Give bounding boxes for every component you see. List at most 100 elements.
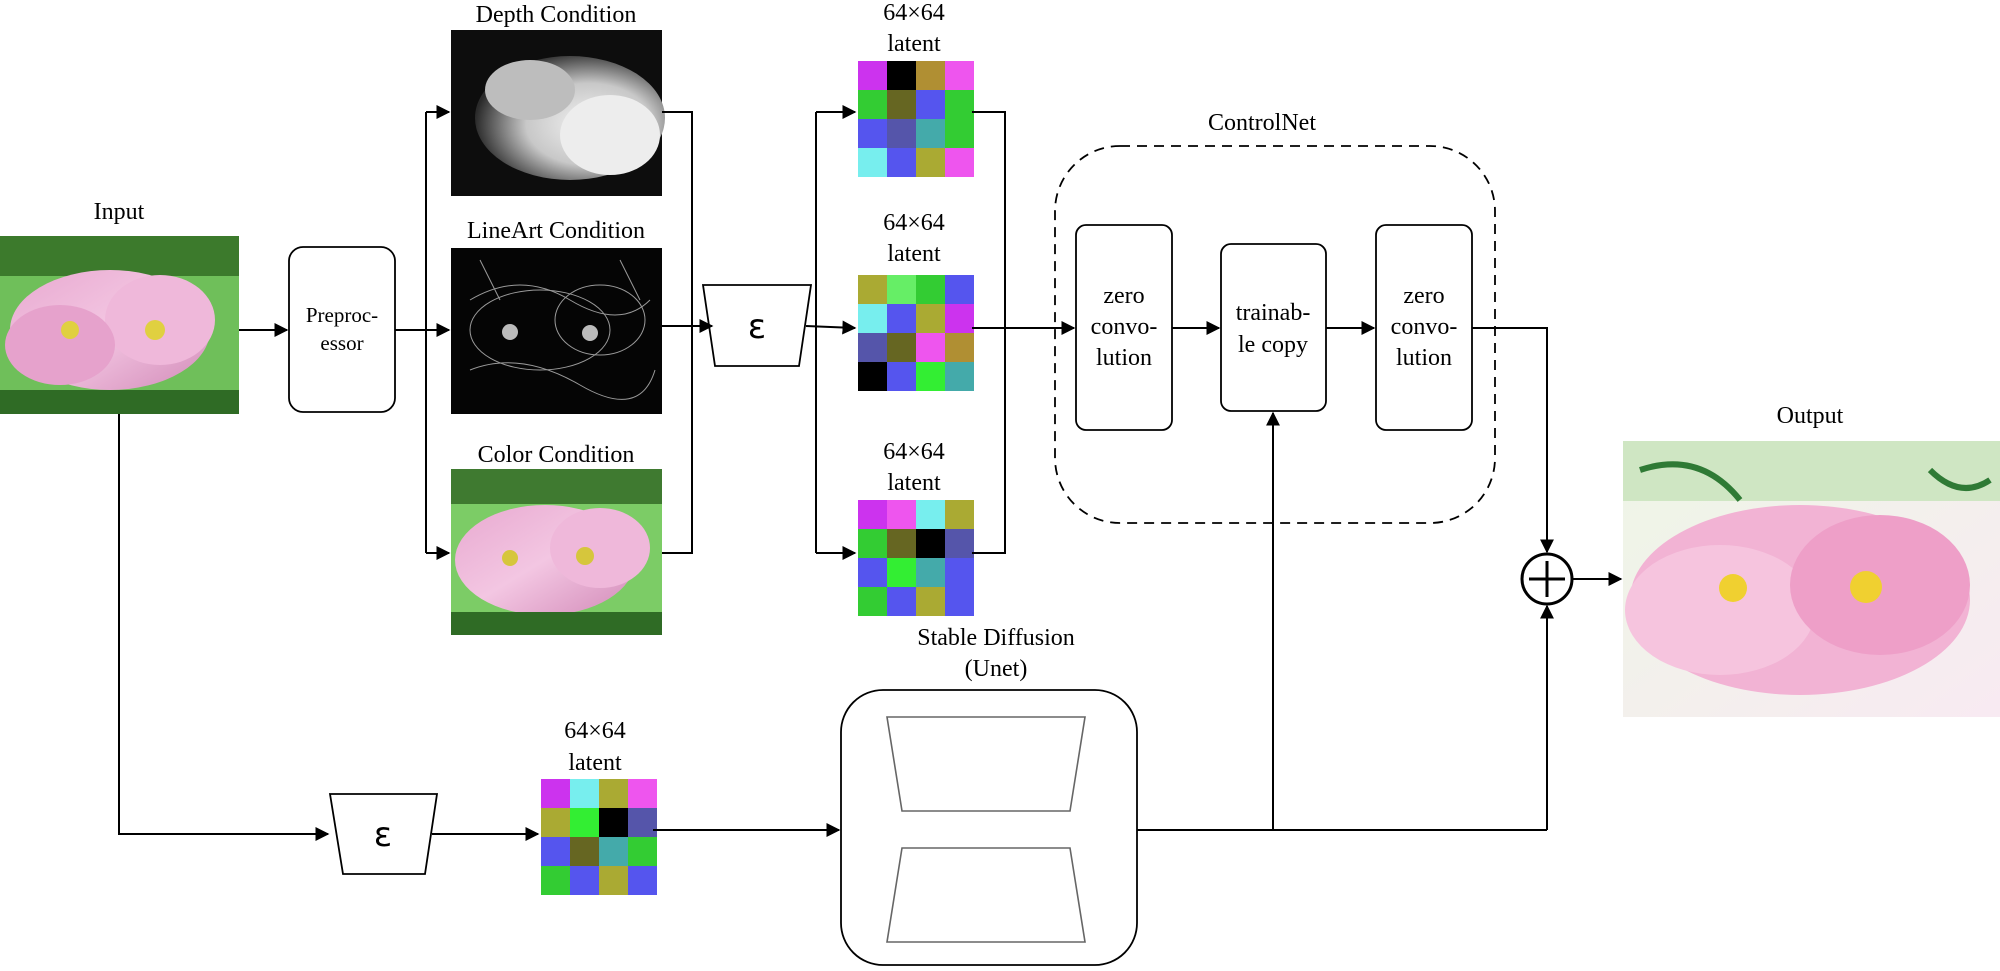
latent-grid-4 [541,779,657,895]
latent-label-3: 64×64 latent [883,439,945,496]
edge-condition-merge [662,111,693,554]
zero-convolution-2-line2: convo- [1391,314,1458,340]
latent-size-label: 64×64 [883,210,945,236]
edge-latent-merge [972,111,1006,554]
preprocessor-label-line2: essor [320,331,363,355]
latent-cell [945,587,974,616]
latent-cell [887,275,916,304]
latent-cell [887,90,916,119]
latent-cell [858,119,887,148]
latent-word-label: latent [887,31,941,57]
latent-cell [945,558,974,587]
latent-cell [916,529,945,558]
latent-cell [858,333,887,362]
latent-cell [887,587,916,616]
encoder-top [701,284,813,367]
latent-cell [887,362,916,391]
latent-cell [599,866,628,895]
latent-cell [916,148,945,177]
trainable-copy-box [1220,243,1327,412]
latent-cell [887,148,916,177]
zero-convolution-1-line2: convo- [1091,314,1158,340]
latent-cell [541,779,570,808]
latent-cell [570,837,599,866]
latent-word-label: latent [887,241,941,267]
encoder-top-symbol: ε [748,307,766,347]
stable-diffusion-label: Stable Diffusion [917,625,1075,651]
latent-cell [887,119,916,148]
latent-cell [916,362,945,391]
latent-size-label: 64×64 [564,718,626,744]
latent-grids [541,61,974,895]
latent-cell [887,61,916,90]
unet-encoder-shape [886,716,1086,812]
color-condition-image [451,469,662,635]
latent-cell [916,304,945,333]
latent-cell [858,529,887,558]
latent-cell [858,304,887,333]
latent-cell [541,837,570,866]
encoder-bottom-symbol: ε [374,815,392,855]
latent-cell [599,808,628,837]
edge-encoder-to-latent-2 [805,320,857,335]
zero-convolution-2-line3: lution [1396,345,1452,371]
zero-convolution-2-line1: zero [1403,283,1444,309]
latent-grid-1 [858,61,974,177]
zero-convolution-1-line3: lution [1096,345,1152,371]
latent-cell [916,90,945,119]
latent-cell [916,558,945,587]
depth-condition-label: Depth Condition [476,2,637,28]
latent-cell [858,61,887,90]
latent-cell [945,119,974,148]
controlnet-label: ControlNet [1208,110,1316,136]
latent-cell [858,587,887,616]
latent-cell [945,90,974,119]
latent-cell [945,333,974,362]
trainable-copy-line2: le copy [1238,332,1308,358]
latent-cell [858,500,887,529]
latent-cell [599,779,628,808]
latent-cell [570,779,599,808]
latent-cell [628,808,657,837]
latent-grid-2 [858,275,974,391]
output-label: Output [1777,403,1844,429]
latent-cell [945,362,974,391]
edge-input-encoder-bottom [118,414,330,841]
preprocessor-label-line1: Preproc- [306,303,378,327]
latent-cell [858,558,887,587]
lineart-condition-label: LineArt Condition [467,218,645,244]
input-label: Input [94,199,145,225]
latent-word-label: latent [568,750,622,776]
latent-cell [887,529,916,558]
latent-grid-3 [858,500,974,616]
lineart-condition-image [451,248,662,414]
sum-node [1520,552,1574,606]
latent-cell [599,837,628,866]
latent-cell [916,61,945,90]
latent-label-1: 64×64 latent [883,0,945,57]
trainable-copy-line1: trainab- [1236,300,1311,326]
latent-cell [887,304,916,333]
unet-box [840,689,1138,966]
latent-cell [858,148,887,177]
latent-cell [887,333,916,362]
latent-cell [541,866,570,895]
latent-cell [945,61,974,90]
zero-convolution-1-line1: zero [1103,283,1144,309]
latent-size-label: 64×64 [883,0,945,26]
latent-cell [858,275,887,304]
latent-label-4: 64×64 latent [564,718,626,776]
latent-cell [887,558,916,587]
latent-cell [570,866,599,895]
latent-cell [541,808,570,837]
depth-condition-image [451,30,665,196]
latent-label-2: 64×64 latent [883,210,945,267]
latent-cell [916,500,945,529]
latent-cell [916,333,945,362]
latent-size-label: 64×64 [883,439,945,465]
latent-cell [945,148,974,177]
unet-label: (Unet) [965,656,1028,682]
latent-cell [858,90,887,119]
preprocessor-box [288,246,396,413]
